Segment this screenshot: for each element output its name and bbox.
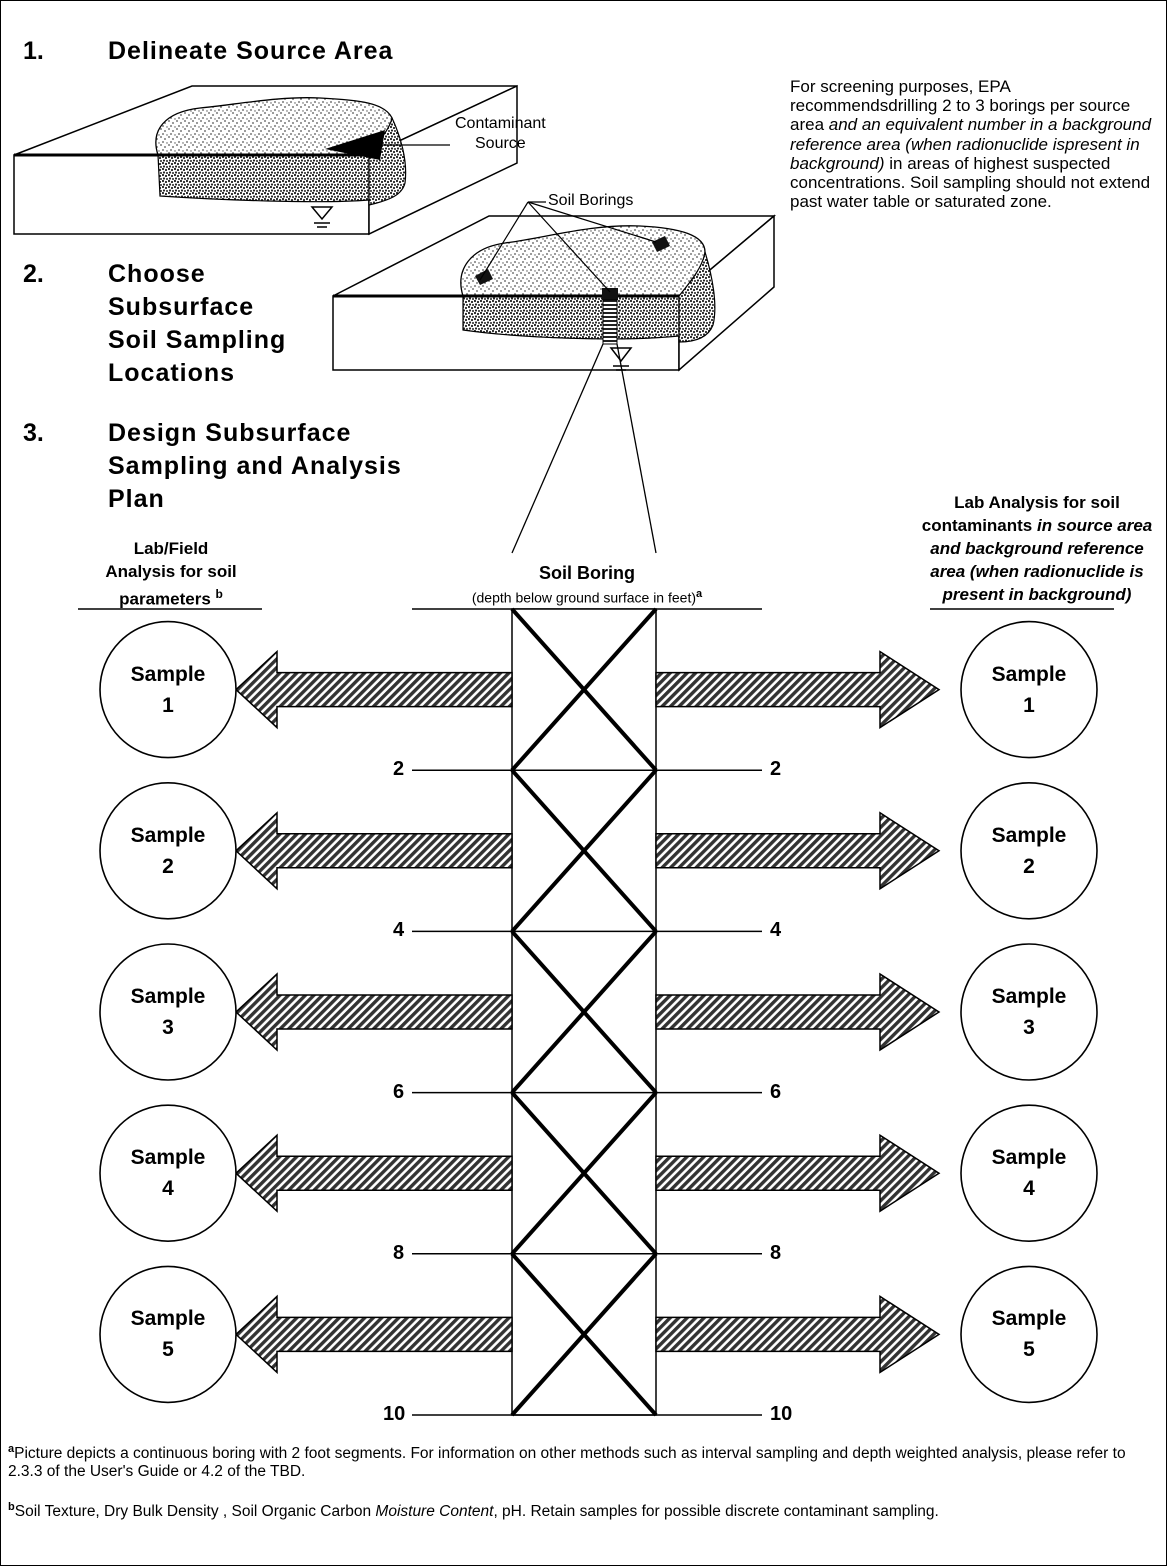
sample-arrows [234, 649, 941, 1375]
sample-circle-left [99, 1265, 237, 1404]
soil-boring-column [412, 607, 762, 1417]
sample-circle-right [960, 1265, 1098, 1404]
sample-circle-left [99, 620, 237, 759]
right-arrow [655, 1133, 941, 1213]
sample-label-right: Sample 3 [963, 981, 1095, 1043]
sample-label-left: Sample 4 [102, 1142, 234, 1204]
boring-segment-cross [510, 768, 658, 933]
sample-number: 2 [162, 854, 174, 878]
footnote-a: aPicture depicts a continuous boring wit… [8, 1443, 1126, 1481]
boring-segment-cross [510, 930, 658, 1094]
sample-number: 4 [162, 1177, 174, 1201]
sample-circle-right [960, 943, 1098, 1081]
sample-word: Sample [130, 1307, 206, 1331]
boring-segment-cross [510, 1252, 658, 1417]
depth-label-left: 2 [393, 758, 405, 781]
step-1-title: Delineate Source Area [108, 37, 394, 65]
sample-word: Sample [130, 823, 206, 847]
boring-expansion-line-right [616, 343, 657, 554]
sample-circle-right [960, 1104, 1098, 1242]
sample-circle-left [99, 781, 237, 920]
sample-label-left: Sample 5 [102, 1303, 234, 1365]
sample-word: Sample [130, 985, 206, 1008]
sample-label-left: Sample 1 [102, 659, 234, 721]
left-arrow [234, 811, 513, 891]
right-column-header: Lab Analysis for soil contaminants in so… [921, 493, 1153, 604]
sample-label-right: Sample 2 [963, 820, 1095, 882]
sample-number: 3 [162, 1016, 174, 1039]
left-arrow [234, 1133, 513, 1213]
boring-segment-cross [510, 1091, 658, 1256]
depth-label-right: 8 [770, 1241, 782, 1264]
sample-number: 5 [162, 1338, 174, 1362]
sample-word: Sample [130, 1146, 206, 1170]
contaminant-source-pointer [325, 130, 385, 160]
sample-circle-right [960, 781, 1098, 920]
sample-label-right: Sample 5 [963, 1303, 1095, 1365]
sampling-locations-block [332, 214, 777, 372]
sample-word: Sample [991, 823, 1067, 847]
sample-number: 3 [1023, 1016, 1035, 1039]
contaminant-source-label: Contaminant Source [455, 115, 546, 152]
depth-label-right: 10 [770, 1403, 793, 1425]
step-3-number: 3. [23, 419, 44, 447]
right-arrow [655, 650, 941, 729]
sample-number: 5 [1023, 1338, 1035, 1362]
sample-label-right: Sample 4 [963, 1142, 1095, 1204]
step-2-number: 2. [23, 260, 44, 288]
sample-circles [99, 620, 1098, 1404]
sample-label-left: Sample 3 [102, 981, 234, 1043]
sample-number: 2 [1023, 854, 1035, 878]
sample-label-left: Sample 2 [102, 820, 234, 882]
water-table-icon [609, 347, 633, 371]
screening-note: For screening purposes, EPA recommendsdr… [790, 77, 1152, 212]
sample-word: Sample [991, 1146, 1067, 1170]
source-area-block [13, 84, 518, 236]
right-arrow [655, 811, 941, 891]
center-column-header: Soil Boring (depth below ground surface … [471, 563, 703, 606]
depth-label-left: 10 [383, 1403, 406, 1425]
soil-borings-callout [479, 201, 657, 293]
sample-word: Sample [991, 662, 1067, 686]
left-arrow [234, 649, 513, 730]
step-2-title: Choose Subsurface Soil Sampling Location… [108, 260, 287, 387]
sample-number: 4 [1023, 1177, 1035, 1201]
depth-label-left: 8 [393, 1241, 405, 1264]
sample-circle-right [960, 620, 1098, 759]
sample-circle-left [99, 943, 237, 1081]
soil-borings-label: Soil Borings [548, 192, 634, 209]
right-arrow [655, 972, 941, 1052]
sample-label-right: Sample 1 [963, 659, 1095, 721]
boring-expansion-line-left [511, 343, 604, 554]
depth-label-right: 2 [770, 758, 782, 781]
step-1-number: 1. [23, 37, 44, 65]
sample-word: Sample [991, 985, 1067, 1008]
sample-word: Sample [991, 1307, 1067, 1331]
left-column-header: Lab/Field Analysis for soil parameters b [105, 539, 237, 609]
depth-label-left: 6 [393, 1080, 405, 1103]
sample-circle-left [99, 1104, 237, 1242]
right-arrow [655, 1295, 941, 1374]
water-table-icon [310, 206, 334, 228]
boring-segment-cross [510, 607, 658, 772]
sample-number: 1 [1023, 693, 1035, 717]
left-arrow [234, 1294, 513, 1375]
depth-label-right: 4 [770, 919, 782, 942]
depth-label-right: 6 [770, 1080, 782, 1103]
step-3-title: Design Subsurface Sampling and Analysis … [108, 419, 402, 513]
footnote-b: bSoil Texture, Dry Bulk Density , Soil O… [8, 1501, 939, 1521]
left-arrow [234, 972, 513, 1052]
depth-label-left: 4 [393, 919, 405, 942]
sample-word: Sample [130, 662, 206, 686]
sample-number: 1 [162, 693, 174, 717]
